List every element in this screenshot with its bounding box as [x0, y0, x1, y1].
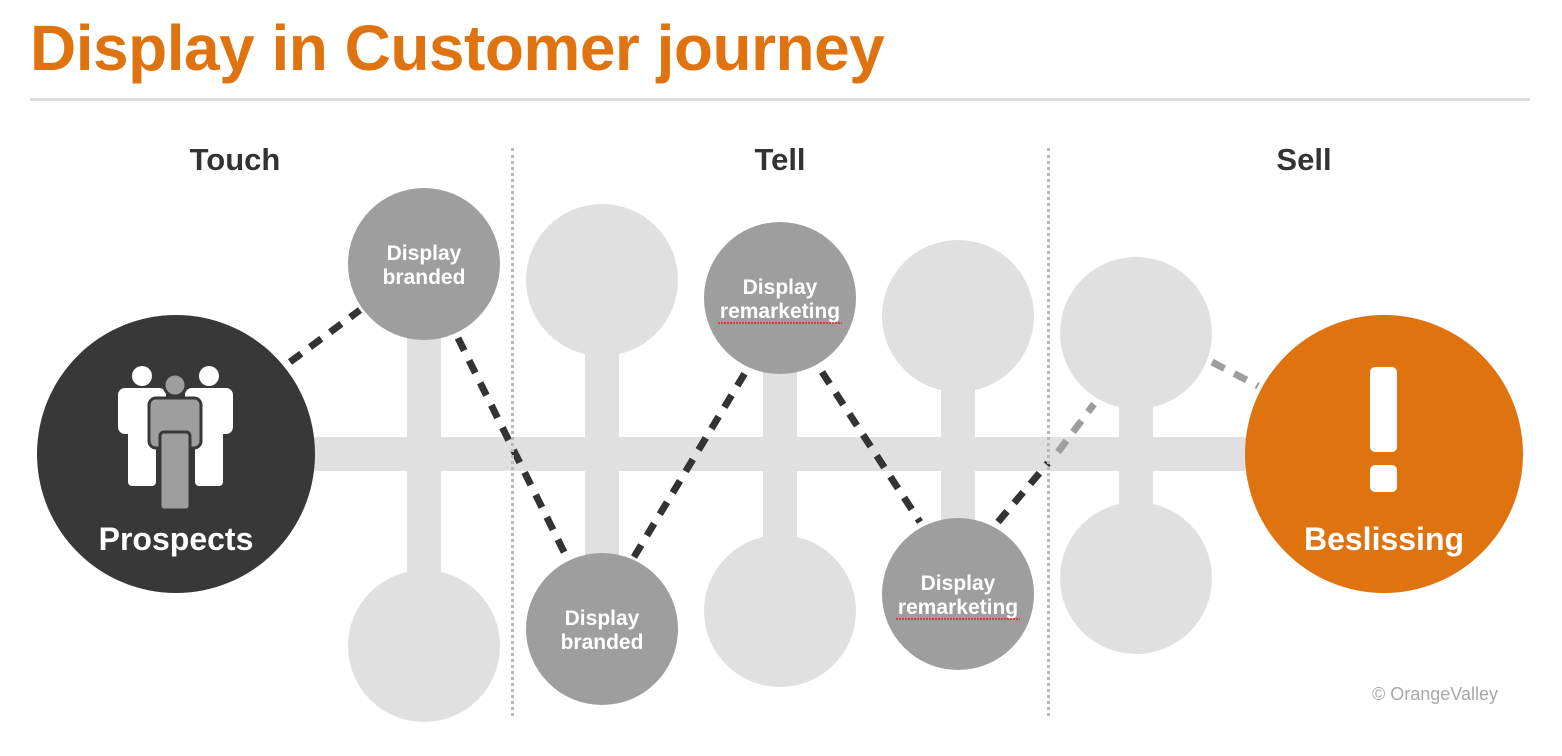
- touchpoint-circle: [704, 535, 856, 687]
- path-segment-faded: [1210, 358, 1260, 390]
- phase-label-tell: Tell: [754, 142, 806, 177]
- touchpoint-label-line1: Display: [387, 242, 462, 265]
- touchpoint-circle: [526, 553, 678, 705]
- phase-label-touch: Touch: [189, 142, 281, 177]
- end-node-beslissing: Beslissing: [1245, 315, 1523, 593]
- touchpoint-circle: [348, 188, 500, 340]
- touchpoint-label-line1: Display: [921, 572, 996, 595]
- touchpoint-bottom-col5-inactive: [1060, 502, 1212, 654]
- copyright-credit: © OrangeValley: [1372, 684, 1498, 704]
- phase-divider-touch-tell: [511, 148, 514, 716]
- touchpoint-label-line1: Display: [565, 607, 640, 630]
- path-segment: [995, 460, 1051, 525]
- path-segment-faded: [1055, 401, 1097, 455]
- touchpoint-label-line2: branded: [561, 631, 644, 654]
- touchpoint-circle: [1060, 257, 1212, 409]
- touchpoint-top-col5-inactive: [1060, 257, 1212, 409]
- touchpoint-label-line2: remarketing: [720, 300, 840, 323]
- touchpoint-circle: [526, 204, 678, 356]
- phase-divider-tell-sell: [1047, 148, 1050, 716]
- journey-path: [287, 307, 1260, 560]
- touchpoint-top-col4-inactive: [882, 240, 1034, 392]
- touchpoint-label-line2: remarketing: [898, 596, 1018, 619]
- prospects-label: Prospects: [99, 521, 254, 557]
- touchpoint-circle: [348, 570, 500, 722]
- touchpoint-label-line1: Display: [743, 276, 818, 299]
- touchpoint-circle: [882, 240, 1034, 392]
- touchpoint-bottom-col1-inactive: [348, 570, 500, 722]
- beslissing-label: Beslissing: [1304, 521, 1464, 557]
- touchpoint-circle: [704, 222, 856, 374]
- exclamation-icon: [1370, 367, 1397, 492]
- touchpoint-bottom-col3-inactive: [704, 535, 856, 687]
- touchpoint-circle: [882, 518, 1034, 670]
- group-of-people-icon: [118, 366, 233, 512]
- touchpoint-label-line2: branded: [383, 266, 466, 289]
- beslissing-circle: [1245, 315, 1523, 593]
- touchpoint-top-col2-inactive: [526, 204, 678, 356]
- title-divider: [30, 98, 1530, 101]
- path-segment: [287, 307, 363, 365]
- touchpoint-nodes: DisplaybrandedDisplaybrandedDisplayremar…: [348, 188, 1212, 722]
- start-node-prospects: Prospects: [37, 315, 315, 593]
- phase-label-sell: Sell: [1276, 142, 1332, 177]
- path-segment: [631, 366, 751, 559]
- path-segment: [819, 370, 923, 524]
- page-title: Display in Customer journey: [30, 12, 885, 84]
- path-segment: [454, 336, 571, 560]
- touchpoint-circle: [1060, 502, 1212, 654]
